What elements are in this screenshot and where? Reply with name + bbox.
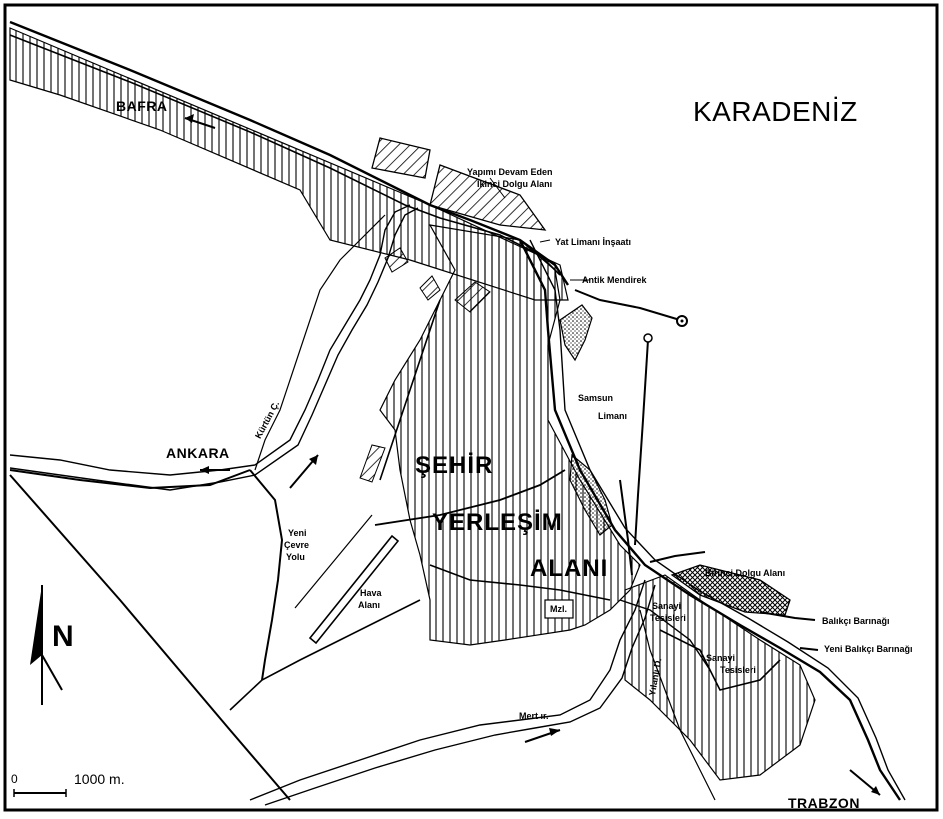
road-south: [229, 599, 421, 711]
city-label-ankara: ANKARA: [166, 445, 230, 461]
parcel: [419, 275, 441, 301]
fair-label: Mzl.: [550, 604, 567, 614]
airport-runway-2: [294, 514, 373, 609]
sea-label: KARADENİZ: [693, 96, 858, 127]
second-fill-label-2: İkinci Dolgu Alanı: [477, 179, 553, 189]
urban-area-hatch: [379, 224, 641, 646]
ring-road: [249, 469, 284, 681]
airport-runway: [308, 534, 400, 645]
scale-bar: [13, 789, 67, 797]
industry2-label-1: Sanayi: [706, 653, 736, 663]
breakwater: [574, 289, 681, 321]
scale-end-label: 1000 m.: [74, 771, 125, 787]
second-fill-area-2: [429, 164, 547, 231]
second-fill-label-1: Yapımı Devam Eden: [467, 167, 553, 177]
urban-road-3: [379, 299, 441, 481]
urban-label-line2: YERLEŞİM: [432, 509, 563, 536]
samsun-port-fill: [559, 304, 593, 362]
port-label-1: Samsun: [578, 393, 614, 403]
fishing-pier-2: [799, 647, 819, 651]
fair-box: [544, 599, 574, 619]
jetty: [649, 551, 706, 563]
urban-label-line1: ŞEHİR: [415, 452, 494, 479]
fishing-harbor-label: Balıkçı Barınağı: [822, 616, 890, 626]
second-fill-area: [371, 137, 431, 179]
city-label-bafra: BAFRA: [116, 98, 168, 114]
mert-river-label: Mert ır.: [519, 711, 549, 721]
yilanli-stream: [639, 609, 716, 801]
pier-2: [619, 479, 633, 576]
urban-label-line3: ALANI: [530, 555, 609, 582]
ring-road-label-1: Yeni: [288, 528, 307, 538]
coastline: [9, 20, 570, 286]
industrial-road-2: [619, 599, 711, 671]
mert-river-2: [264, 584, 656, 806]
pier: [634, 339, 649, 546]
fishing-pier: [759, 611, 816, 621]
industrial-road: [659, 629, 781, 691]
parcel: [454, 281, 491, 313]
railway-parallel: [529, 239, 906, 801]
mert-river: [249, 579, 646, 801]
parcel: [384, 247, 409, 273]
river-west: [9, 204, 411, 476]
coastal-road: [9, 34, 561, 276]
north-arrow-icon: [30, 585, 63, 705]
ring-road-label-2: Çevre: [284, 540, 310, 550]
scale-start-label: 0: [11, 772, 18, 786]
port-label-2: Limanı: [598, 411, 628, 421]
airport-label-1: Hava: [360, 588, 382, 598]
kurtun-stream: [254, 214, 386, 471]
map-frame: [3, 3, 939, 812]
industry1-label-1: Sanayi: [652, 601, 682, 611]
airport-label-2: Alanı: [358, 600, 381, 610]
new-fishing-harbor-label: Yeni Balıkçı Barınağı: [824, 644, 913, 654]
industry1-label-2: Tesisleri: [650, 613, 686, 623]
pier-head: [643, 333, 653, 343]
first-fill-area: [670, 564, 791, 616]
railway: [518, 239, 901, 801]
antique-breakwater-label: Antik Mendirek: [582, 275, 647, 285]
ankara-road: [9, 469, 251, 490]
city-label-trabzon: TRABZON: [788, 795, 860, 811]
urban-road: [374, 469, 566, 526]
parcel: [359, 444, 386, 483]
road-southwest: [9, 474, 291, 801]
first-fill-label: Birinci Dolgu Alanı: [705, 568, 786, 578]
industry2-label-2: Tesisleri: [720, 665, 756, 675]
urban-road-2: [429, 564, 611, 601]
north-label: N: [52, 620, 74, 653]
ring-road-label-3: Yolu: [286, 552, 305, 562]
marina-label: Yat Limanı İnşaatı: [555, 237, 632, 247]
